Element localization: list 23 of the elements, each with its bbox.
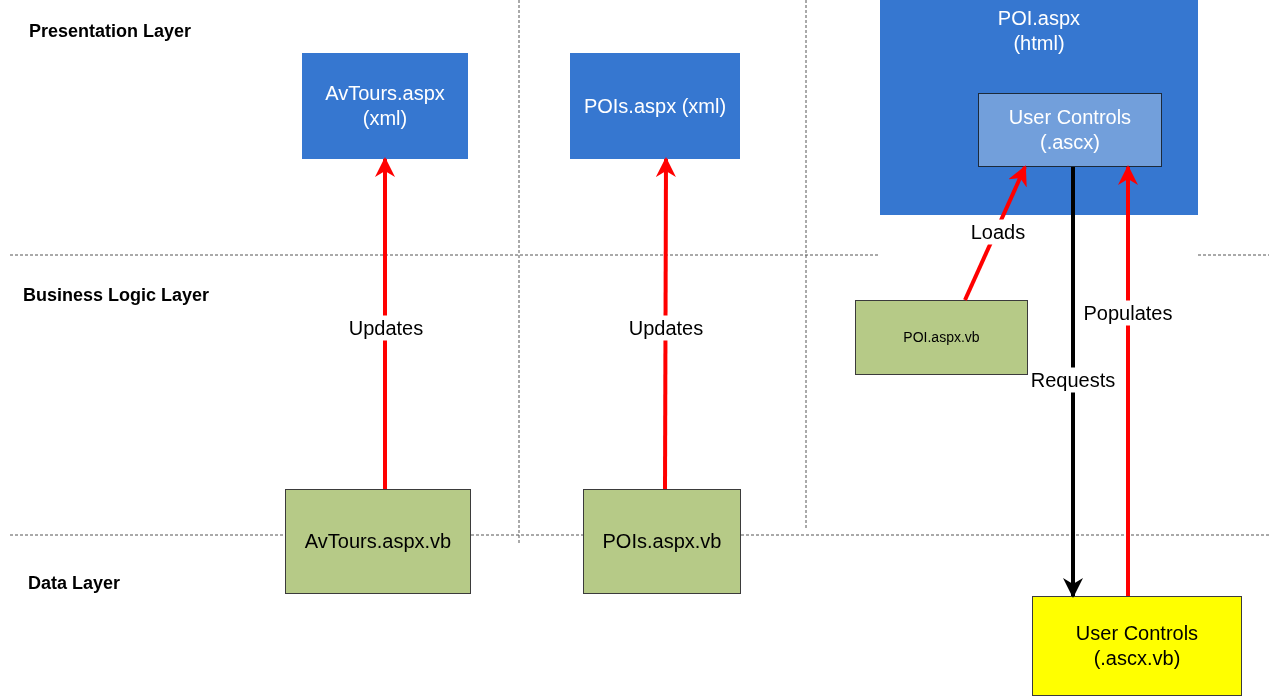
code-box: [285, 489, 471, 594]
layer-title: Presentation Layer: [29, 21, 192, 42]
box-label: POI.aspx (html): [996, 6, 1082, 56]
layer-title: Data Layer: [28, 573, 121, 594]
box-label: User Controls (.ascx): [1007, 105, 1133, 155]
arrow: [375, 157, 395, 489]
box-label: AvTours.aspx (xml): [324, 81, 446, 131]
arrow: [1063, 167, 1083, 598]
presentation-box: [570, 53, 740, 159]
code-box: [855, 300, 1028, 375]
box-label: POIs.aspx (xml): [583, 93, 727, 119]
presentation-box: [302, 53, 468, 159]
arrow: [1118, 165, 1138, 596]
control-box: [978, 93, 1162, 167]
arrow: [655, 157, 676, 489]
box-label: AvTours.aspx.vb: [304, 529, 452, 554]
data-box: [1032, 596, 1242, 696]
box-label: User Controls (.ascx.vb): [1074, 621, 1200, 671]
box-label: POIs.aspx.vb: [602, 529, 722, 554]
layer-title: Business Logic Layer: [23, 285, 210, 306]
box-label: POI.aspx.vb: [903, 328, 980, 347]
code-box: [583, 489, 741, 594]
presentation-box: [880, 0, 1198, 215]
